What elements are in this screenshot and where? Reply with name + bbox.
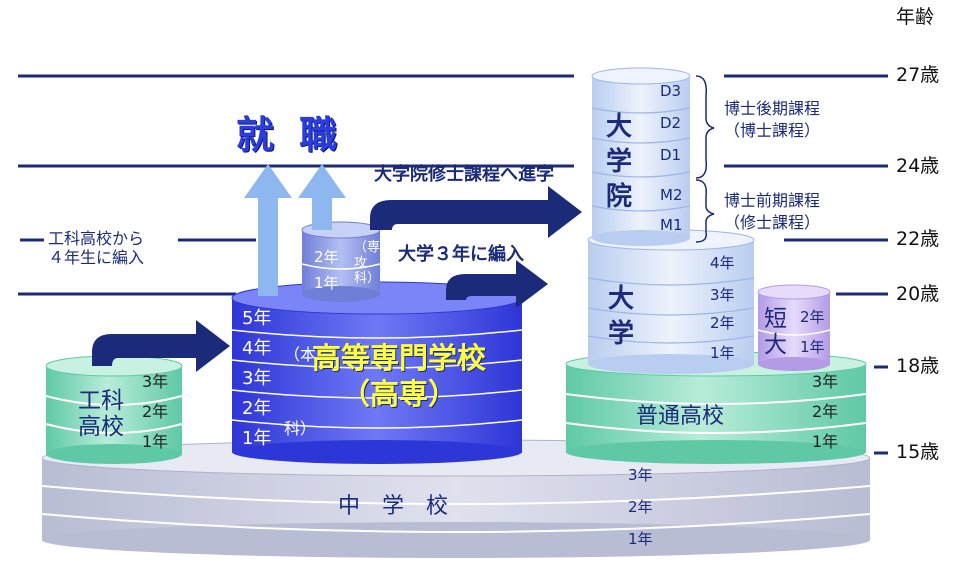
junior-college-cylinder bbox=[757, 284, 831, 371]
university-cylinder bbox=[587, 229, 755, 374]
univ-grade-3: 3年 bbox=[710, 286, 735, 304]
master-course-label: 博士前期課程 （修士課程） bbox=[724, 191, 821, 232]
kosen-name: 高等専門学校 （高専） bbox=[312, 341, 487, 412]
jr-grade-2: 2年 bbox=[800, 308, 825, 326]
grad-school-cylinder bbox=[591, 67, 691, 246]
university-name: 大 学 bbox=[608, 284, 635, 350]
middle-school-name: 中 学 校 bbox=[338, 494, 449, 519]
doctor-brace bbox=[695, 75, 715, 179]
high-school-name: 普通高校 bbox=[636, 404, 725, 429]
univ-grade-2: 2年 bbox=[710, 314, 735, 332]
middle-grade-2: 2年 bbox=[628, 498, 653, 516]
junior-college-name: 短 大 bbox=[764, 306, 787, 359]
senkoka-to-grad-arrow bbox=[370, 186, 582, 238]
grad-school-name: 大 学 院 bbox=[606, 112, 633, 213]
jr-grade-1: 1年 bbox=[800, 338, 825, 356]
middle-grade-3: 3年 bbox=[628, 466, 653, 484]
kosen-grade-1: 1年 bbox=[242, 428, 272, 449]
grad-m1: M1 bbox=[660, 216, 683, 234]
tech-grade-3: 3年 bbox=[142, 372, 169, 391]
tech-to-kosen-arrow bbox=[92, 320, 230, 372]
tech-grade-1: 1年 bbox=[142, 432, 169, 451]
senkoka-mark: （専 攻 科） bbox=[354, 240, 381, 287]
age-label-27: 27歳 bbox=[896, 64, 940, 86]
age-label-24: 24歳 bbox=[896, 155, 940, 177]
kosen-grade-2: 2年 bbox=[242, 398, 272, 419]
grad-d3: D3 bbox=[660, 82, 682, 100]
grad-d2: D2 bbox=[660, 114, 682, 132]
grad-m2: M2 bbox=[660, 186, 683, 204]
high-grade-2: 2年 bbox=[812, 402, 839, 421]
senkoka-grade-2: 2年 bbox=[314, 248, 339, 266]
kosen-grade-5: 5年 bbox=[242, 308, 272, 329]
master-brace bbox=[695, 179, 715, 243]
age-label-20: 20歳 bbox=[896, 283, 940, 305]
kosen-grade-3: 3年 bbox=[242, 368, 272, 389]
to-grad-school-label: 大学院修士課程へ進学 bbox=[374, 164, 554, 185]
kosen-to-univ-arrow bbox=[446, 260, 548, 308]
age-lines bbox=[18, 74, 888, 455]
age-label-15: 15歳 bbox=[896, 441, 940, 463]
grad-d1: D1 bbox=[660, 146, 682, 164]
kosen-grade-4: 4年 bbox=[242, 338, 272, 359]
univ-grade-1: 1年 bbox=[710, 344, 735, 362]
high-grade-1: 1年 bbox=[812, 432, 839, 451]
age-label-22: 22歳 bbox=[896, 228, 940, 250]
kosen-honka-mark: （本 科） bbox=[284, 345, 317, 438]
high-grade-3: 3年 bbox=[812, 372, 839, 391]
employment-arrow-right bbox=[298, 164, 346, 230]
middle-grade-1: 1年 bbox=[628, 530, 653, 548]
univ-grade-4: 4年 bbox=[710, 254, 735, 272]
tech-grade-2: 2年 bbox=[142, 402, 169, 421]
tech-transfer-note: 工科高校から ４年生に編入 bbox=[48, 229, 145, 268]
doctor-course-label: 博士後期課程 （博士課程） bbox=[724, 99, 821, 140]
age-label-18: 18歳 bbox=[896, 355, 940, 377]
tech-high-cylinder bbox=[45, 355, 183, 464]
employment-label: 就 職 bbox=[236, 113, 344, 157]
employment-arrow-left bbox=[244, 164, 292, 296]
tech-high-name: 工科 高校 bbox=[78, 388, 124, 441]
senkoka-cylinder bbox=[301, 221, 381, 302]
to-univ-transfer-label: 大学３年に編入 bbox=[398, 244, 524, 265]
age-header: 年齢 bbox=[896, 6, 935, 28]
senkoka-grade-1: 1年 bbox=[314, 274, 339, 292]
